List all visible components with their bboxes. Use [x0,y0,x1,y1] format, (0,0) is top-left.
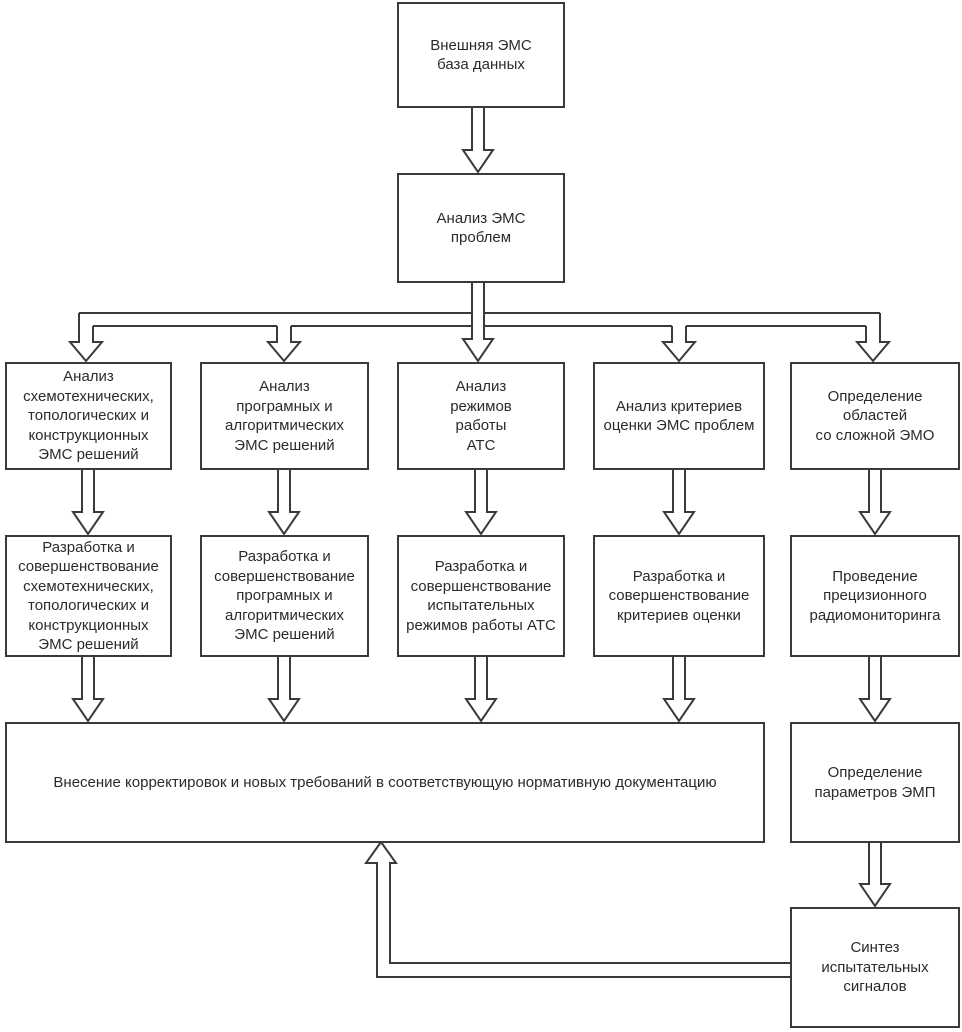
arrow-software-development-to-corrections [267,657,301,723]
arrow-database-to-analysis [461,108,495,174]
node-complex-emo-areas: Определение областей со сложной ЭМО [790,362,960,470]
node-ats-modes-analysis: Анализ режимов работы АТС [397,362,565,470]
arrow-circuit-development-to-corrections [71,657,105,723]
node-test-modes-development: Разработка и совершенствование испытател… [397,535,565,657]
feedback-synthesis-to-corrections [364,840,790,978]
arrow-emo-areas-to-monitoring [858,470,892,536]
arrow-test-modes-to-corrections [464,657,498,723]
node-label: Определение областей со сложной ЭМО [815,387,935,444]
arrow-software-analysis-to-development [267,470,301,536]
node-label: Разработка и совершенствование испытател… [406,558,556,634]
node-signal-synthesis: Синтез испытательных сигналов [790,907,960,1028]
arrow-criteria-development-to-corrections [662,657,696,723]
node-emp-parameters: Определение параметров ЭМП [790,722,960,843]
arrow-emp-parameters-to-synthesis [858,843,892,908]
node-label: Проведение прецизионного радиомониторинг… [809,567,941,624]
arrow-monitoring-to-emp-parameters [858,657,892,723]
node-circuit-solutions-analysis: Анализ схемотехнических, топологических … [5,362,172,470]
arrow-criteria-analysis-to-development [662,470,696,536]
node-label: Внешняя ЭМС база данных [430,36,532,74]
node-label: Определение параметров ЭМП [814,764,936,801]
node-criteria-analysis: Анализ критериев оценки ЭМС проблем [593,362,765,470]
arrow-branch-to-software-analysis [265,326,303,363]
node-label: Синтез испытательных сигналов [821,939,929,996]
node-label: Анализ програмных и алгоритмических ЭМС … [225,378,344,454]
node-label: Анализ режимов работы АТС [450,378,512,454]
node-external-emc-database: Внешняя ЭМС база данных [397,2,565,108]
arrow-branch-to-emo-areas [854,313,892,363]
arrow-branch-to-circuit-analysis [67,313,105,363]
node-precision-radio-monitoring: Проведение прецизионного радиомониторинг… [790,535,960,657]
node-software-solutions-development: Разработка и совершенствование програмны… [200,535,369,657]
node-label: Разработка и совершенствование критериев… [608,567,750,624]
arrow-circuit-analysis-to-development [71,470,105,536]
node-label: Анализ критериев оценки ЭМС проблем [603,397,755,435]
node-label: Анализ схемотехнических, топологических … [23,368,154,464]
node-circuit-solutions-development: Разработка и совершенствование схемотехн… [5,535,172,657]
node-criteria-development: Разработка и совершенствование критериев… [593,535,765,657]
arrow-analysis-to-ats-modes [461,283,495,363]
node-label: Внесение корректировок и новых требовани… [53,773,717,791]
node-emc-problem-analysis: Анализ ЭМС проблем [397,173,565,283]
node-regulatory-corrections: Внесение корректировок и новых требовани… [5,722,765,843]
arrow-ats-analysis-to-test-modes [464,470,498,536]
node-label: Анализ ЭМС проблем [436,209,526,247]
arrow-branch-to-criteria-analysis [660,326,698,363]
node-label: Разработка и совершенствование програмны… [214,548,355,644]
node-label: Разработка и совершенствование схемотехн… [18,538,159,654]
node-software-solutions-analysis: Анализ програмных и алгоритмических ЭМС … [200,362,369,470]
